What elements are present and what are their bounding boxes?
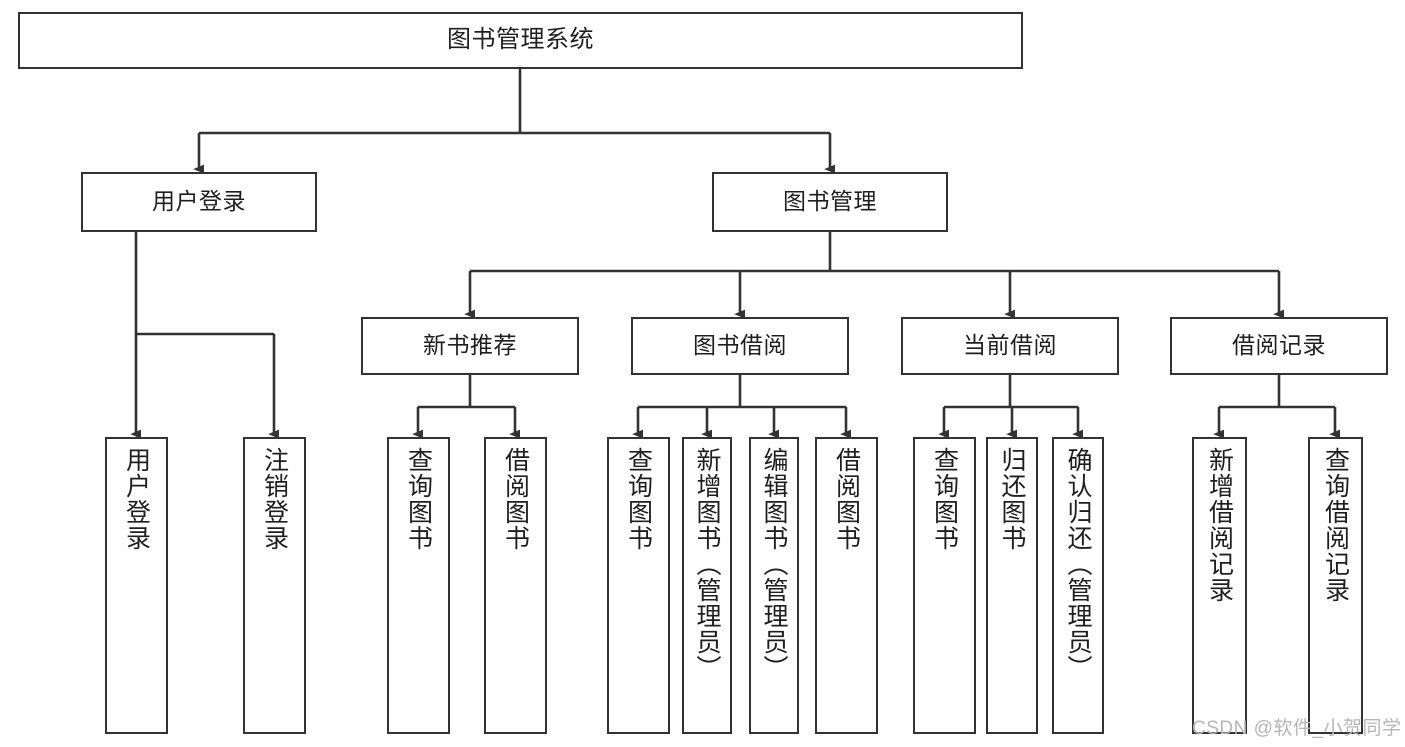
node-label: 归还图书 bbox=[998, 447, 1026, 551]
node-leaf-logout[interactable]: 注销登录 bbox=[243, 437, 306, 734]
node-leaf-user-login[interactable]: 用户登录 bbox=[105, 437, 168, 734]
node-label: 新增借阅记录 bbox=[1205, 447, 1234, 603]
node-leaf-add-record[interactable]: 新增借阅记录 bbox=[1192, 437, 1247, 734]
node-label: 用户登录 bbox=[152, 188, 246, 215]
node-label: 图书管理系统 bbox=[447, 26, 594, 54]
node-label: 借阅图书 bbox=[501, 447, 530, 551]
node-label: 确认归还（管理员） bbox=[1064, 447, 1092, 681]
node-book-manage[interactable]: 图书管理 bbox=[712, 172, 948, 232]
node-current-borrow[interactable]: 当前借阅 bbox=[901, 317, 1119, 375]
node-label: 图书借阅 bbox=[693, 332, 787, 359]
node-leaf-query-book-3[interactable]: 查询图书 bbox=[913, 437, 976, 734]
csdn-watermark: CSDN @软件_小贺同学 bbox=[1192, 718, 1402, 739]
node-leaf-add-book[interactable]: 新增图书（管理员） bbox=[682, 437, 732, 734]
node-leaf-borrow-book-1[interactable]: 借阅图书 bbox=[484, 437, 547, 734]
node-leaf-query-book-2[interactable]: 查询图书 bbox=[607, 437, 670, 734]
node-label: 用户登录 bbox=[122, 447, 151, 551]
node-label: 查询图书 bbox=[930, 447, 959, 551]
node-label: 新增图书（管理员） bbox=[693, 447, 721, 681]
node-label: 新书推荐 bbox=[423, 332, 517, 359]
node-label: 借阅记录 bbox=[1232, 332, 1326, 359]
node-label: 当前借阅 bbox=[963, 332, 1057, 359]
node-label: 查询图书 bbox=[624, 447, 653, 551]
node-new-book-recommend[interactable]: 新书推荐 bbox=[361, 317, 579, 375]
node-label: 查询图书 bbox=[404, 447, 433, 551]
node-label: 借阅图书 bbox=[832, 447, 861, 551]
node-label: 注销登录 bbox=[260, 447, 289, 551]
node-leaf-confirm-return[interactable]: 确认归还（管理员） bbox=[1052, 437, 1104, 734]
node-borrow-record[interactable]: 借阅记录 bbox=[1170, 317, 1388, 375]
node-user-login[interactable]: 用户登录 bbox=[81, 172, 317, 232]
node-label: 查询借阅记录 bbox=[1321, 447, 1350, 603]
node-leaf-edit-book[interactable]: 编辑图书（管理员） bbox=[749, 437, 799, 734]
node-leaf-borrow-book-2[interactable]: 借阅图书 bbox=[815, 437, 878, 734]
node-leaf-query-book-1[interactable]: 查询图书 bbox=[387, 437, 450, 734]
node-label: 编辑图书（管理员） bbox=[760, 447, 788, 681]
node-leaf-query-record[interactable]: 查询借阅记录 bbox=[1308, 437, 1363, 734]
node-root[interactable]: 图书管理系统 bbox=[18, 12, 1023, 69]
node-leaf-return-book[interactable]: 归还图书 bbox=[986, 437, 1038, 734]
node-label: 图书管理 bbox=[783, 188, 877, 215]
node-book-borrow[interactable]: 图书借阅 bbox=[631, 317, 849, 375]
